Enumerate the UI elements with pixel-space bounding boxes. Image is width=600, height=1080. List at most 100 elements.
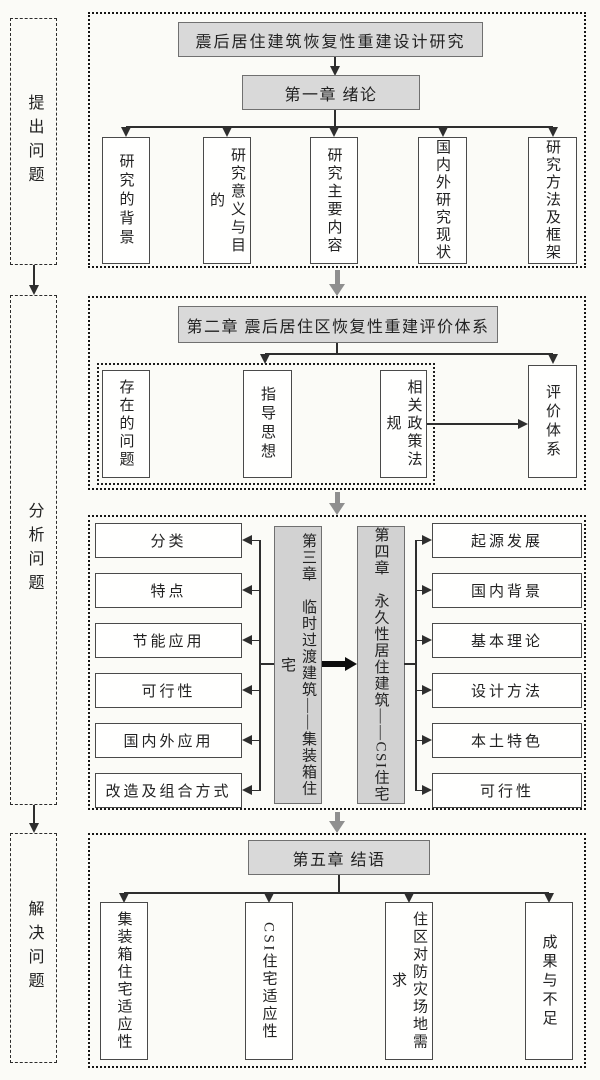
chapter2-header-box: 第二章 震后居住区恢复性重建评价体系 xyxy=(178,306,498,343)
intro-topic-box: 研究的背景 xyxy=(102,137,150,264)
chapter4-title: 第四章 永久性居住建筑——CSI住宅 xyxy=(372,527,389,803)
chapter3-column-box: 第三章 临时过渡建筑——集装箱住宅 xyxy=(274,526,322,804)
container-topic-box: 特点 xyxy=(95,573,242,608)
csi-topic-box: 起源发展 xyxy=(432,523,582,558)
phase-label: 解决问题 xyxy=(25,900,43,996)
connector-line xyxy=(415,639,423,642)
intro-topic-box: 研究方法及框架 xyxy=(528,137,577,264)
right-arrowhead-icon xyxy=(422,535,432,545)
chapter-link-arrow-shaft xyxy=(322,661,346,667)
down-arrowhead-icon xyxy=(404,893,414,903)
connector-line xyxy=(252,639,260,642)
connector-line xyxy=(404,663,416,665)
chapter-link-arrowhead-icon xyxy=(345,657,357,671)
csi-topic-label: 设计方法 xyxy=(470,684,543,700)
csi-topic-label: 基本理论 xyxy=(470,634,543,650)
connector-line xyxy=(415,540,417,791)
evaluation-topic-label: 相关政策法规 xyxy=(384,379,422,469)
down-arrowhead-icon xyxy=(544,893,554,903)
right-arrowhead-icon xyxy=(518,419,528,429)
right-arrowhead-icon xyxy=(422,585,432,595)
chapter1-header-box: 第一章 绪论 xyxy=(242,75,420,110)
down-arrowhead-icon xyxy=(119,893,129,903)
csi-topic-box: 可行性 xyxy=(432,773,582,808)
section-link-arrow-shaft xyxy=(335,812,340,823)
connector-line xyxy=(252,739,260,742)
chapter2-title: 第二章 震后居住区恢复性重建评价体系 xyxy=(186,318,490,336)
evaluation-result-box: 评价体系 xyxy=(528,365,577,478)
connector-line xyxy=(415,589,423,592)
chapter4-column-box: 第四章 永久性居住建筑——CSI住宅 xyxy=(357,526,405,804)
section-link-arrow-shaft xyxy=(335,270,340,286)
conclusion-topic-label: 住区对防灾场地需求 xyxy=(390,911,427,1051)
section-conclusion: 第五章 结语 集装箱住宅适应性 CSI住宅适应性 住区对防灾场地需求 成果与不足 xyxy=(88,833,586,1068)
thesis-title: 震后居住建筑恢复性重建设计研究 xyxy=(195,33,466,51)
intro-topic-box: 国内外研究现状 xyxy=(418,137,467,264)
phase-connector-line xyxy=(33,265,35,285)
right-arrowhead-icon xyxy=(422,735,432,745)
evaluation-result-label: 评价体系 xyxy=(544,383,560,460)
connector-line xyxy=(259,663,275,665)
container-topic-box: 节能应用 xyxy=(95,623,242,658)
conclusion-topic-label: CSI住宅适应性 xyxy=(260,921,277,1041)
right-arrowhead-icon xyxy=(422,785,432,795)
connector-line xyxy=(415,539,423,542)
conclusion-topic-box: 集装箱住宅适应性 xyxy=(100,902,148,1060)
intro-topic-label: 研究方法及框架 xyxy=(544,139,560,262)
csi-topic-label: 起源发展 xyxy=(470,534,543,550)
phase-connector-line xyxy=(33,805,35,824)
evaluation-topic-label: 存在的问题 xyxy=(117,379,134,469)
connector-line xyxy=(336,343,338,354)
phase-box-analyze-problem: 分析问题 xyxy=(10,295,57,805)
evaluation-topic-box: 指导思想 xyxy=(243,370,292,478)
chapter5-title: 第五章 结语 xyxy=(292,851,386,869)
container-topic-box: 改造及组合方式 xyxy=(95,773,242,808)
csi-topic-label: 国内背景 xyxy=(470,584,543,600)
chapter5-header-box: 第五章 结语 xyxy=(248,840,430,875)
container-topic-label: 特点 xyxy=(150,584,187,600)
down-arrowhead-icon xyxy=(330,66,340,76)
down-arrowhead-icon xyxy=(438,127,448,137)
connector-line xyxy=(124,892,549,894)
down-arrowhead-icon xyxy=(264,893,274,903)
section-evaluation: 第二章 震后居住区恢复性重建评价体系 存在的问题 指导思想 相关政策法规 评价体… xyxy=(88,296,586,490)
container-topic-label: 可行性 xyxy=(141,684,196,700)
left-arrowhead-icon xyxy=(242,735,252,745)
left-arrowhead-icon xyxy=(242,685,252,695)
container-topic-box: 分类 xyxy=(95,523,242,558)
down-arrowhead-icon xyxy=(121,127,131,137)
conclusion-topic-box: CSI住宅适应性 xyxy=(245,902,293,1060)
csi-topic-label: 本土特色 xyxy=(470,734,543,750)
left-arrowhead-icon xyxy=(242,585,252,595)
connector-line xyxy=(415,789,423,792)
left-arrowhead-icon xyxy=(242,535,252,545)
down-arrowhead-icon xyxy=(329,127,339,137)
intro-topic-box: 研究意义与目的 xyxy=(203,137,251,264)
connector-line xyxy=(252,539,260,542)
evaluation-topic-box: 相关政策法规 xyxy=(380,370,427,478)
connector-line xyxy=(334,57,336,67)
down-arrowhead-icon xyxy=(222,127,232,137)
left-arrowhead-icon xyxy=(242,635,252,645)
chapter3-title: 第三章 临时过渡建筑——集装箱住宅 xyxy=(279,533,316,797)
container-topic-label: 分类 xyxy=(150,534,187,550)
connector-line xyxy=(427,423,519,425)
csi-topic-box: 国内背景 xyxy=(432,573,582,608)
thesis-title-box: 震后居住建筑恢复性重建设计研究 xyxy=(178,22,483,57)
down-arrowhead-icon xyxy=(548,354,558,364)
conclusion-topic-box: 成果与不足 xyxy=(525,902,573,1060)
connector-line xyxy=(259,540,261,791)
section-link-arrowhead-icon xyxy=(329,503,345,515)
csi-topic-box: 本土特色 xyxy=(432,723,582,758)
intro-topic-label: 研究的背景 xyxy=(117,153,134,248)
phase-label: 提出问题 xyxy=(25,93,43,190)
conclusion-topic-box: 住区对防灾场地需求 xyxy=(385,902,433,1060)
connector-line xyxy=(265,353,553,355)
right-arrowhead-icon xyxy=(422,685,432,695)
connector-line xyxy=(415,689,423,692)
connector-line xyxy=(252,589,260,592)
container-topic-label: 改造及组合方式 xyxy=(105,784,232,800)
left-arrowhead-icon xyxy=(242,785,252,795)
intro-topic-label: 研究主要内容 xyxy=(325,146,342,255)
